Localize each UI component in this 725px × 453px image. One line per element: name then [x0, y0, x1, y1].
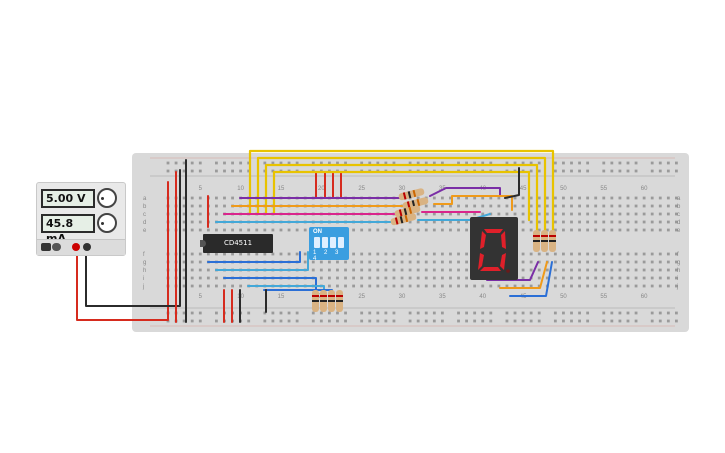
wire-red-power — [76, 181, 169, 321]
row-label: h — [677, 268, 680, 274]
row-label: g — [143, 260, 146, 266]
seven-segment-display[interactable] — [470, 217, 518, 280]
resistor-vertical — [541, 230, 548, 252]
row-label: c — [677, 212, 680, 218]
row-label: a — [677, 196, 681, 202]
resistor-vertical — [320, 290, 327, 312]
resistor — [398, 188, 425, 201]
segment-digit — [478, 229, 506, 271]
resistor-vertical — [549, 230, 556, 252]
column-label: 15 — [278, 186, 285, 192]
wire-blue-2 — [215, 251, 309, 271]
voltage-display: 5.00 V — [41, 189, 95, 208]
psu-bottom-panel — [37, 239, 125, 255]
row-label: f — [143, 252, 145, 258]
power-supply[interactable]: 5.00 V 45.8 mA — [36, 182, 126, 256]
wire-blue-3 — [223, 277, 317, 293]
resistor — [394, 205, 421, 218]
wire-orange-3 — [499, 261, 548, 289]
negative-terminal[interactable] — [83, 243, 91, 251]
row-label: i — [677, 276, 678, 282]
resistors[interactable] — [312, 188, 556, 312]
voltage-knob[interactable] — [97, 188, 117, 208]
column-label: 25 — [358, 294, 365, 300]
column-label: 50 — [560, 294, 567, 300]
dip-toggle-1[interactable] — [314, 237, 320, 248]
resistor — [390, 213, 417, 226]
ic-chip[interactable]: CD4511 — [200, 234, 273, 253]
dip-toggle-2[interactable] — [322, 237, 328, 248]
column-label: 25 — [358, 186, 365, 192]
resistor-vertical — [336, 290, 343, 312]
column-label: 10 — [237, 186, 244, 192]
row-label: b — [143, 204, 147, 210]
column-label: 60 — [641, 186, 648, 192]
column-label: 40 — [479, 294, 486, 300]
current-display: 45.8 mA — [41, 214, 95, 245]
wire-yellow-4 — [272, 170, 531, 222]
row-label: i — [143, 276, 144, 282]
dip-switch[interactable]: ON 1 2 3 4 — [309, 227, 349, 262]
column-label: 35 — [439, 294, 446, 300]
column-label: 30 — [399, 294, 406, 300]
dip-toggle-4[interactable] — [338, 237, 344, 248]
wires[interactable] — [76, 149, 555, 323]
wire-yellow-1 — [248, 149, 555, 234]
current-knob[interactable] — [97, 213, 117, 233]
resistor-vertical — [328, 290, 335, 312]
ic-label: CD4511 — [223, 239, 253, 247]
row-label: a — [143, 196, 147, 202]
row-label: f — [677, 252, 679, 258]
row-label: j — [142, 284, 144, 290]
wire-blue-display — [509, 261, 553, 297]
wire-yellow-3 — [264, 163, 539, 234]
wire-yellow-2 — [256, 156, 547, 234]
row-label: g — [677, 260, 680, 266]
row-label: b — [677, 204, 681, 210]
decimal-point — [506, 269, 510, 273]
dip-numbers: 1 2 3 4 — [313, 250, 342, 262]
row-label: h — [143, 268, 146, 274]
wire-blue-1 — [207, 251, 301, 263]
row-label: c — [143, 212, 146, 218]
column-label: 15 — [278, 294, 285, 300]
row-label: d — [143, 220, 146, 226]
column-label: 30 — [399, 186, 406, 192]
column-label: 20 — [318, 186, 325, 192]
dip-on-label: ON — [313, 229, 322, 235]
resistor-vertical — [533, 230, 540, 252]
column-label: 55 — [600, 294, 607, 300]
column-label: 5 — [199, 186, 203, 192]
column-label: 5 — [199, 294, 203, 300]
column-label: 50 — [560, 186, 567, 192]
wire-black-ground — [85, 169, 181, 307]
column-label: 60 — [641, 294, 648, 300]
row-label: d — [677, 220, 680, 226]
column-label: 45 — [520, 186, 527, 192]
row-label: j — [676, 284, 678, 290]
wire-black-display — [504, 167, 520, 199]
power-switch[interactable] — [41, 243, 51, 251]
dip-toggle-3[interactable] — [330, 237, 336, 248]
power-indicator — [52, 243, 61, 251]
row-label: e — [677, 228, 681, 234]
wire-orange-2 — [433, 195, 513, 211]
resistor-vertical — [312, 290, 319, 312]
resistor — [402, 197, 429, 210]
wire-purple-2 — [429, 187, 501, 197]
positive-terminal[interactable] — [72, 243, 80, 251]
row-label: e — [143, 228, 147, 234]
column-label: 55 — [600, 186, 607, 192]
